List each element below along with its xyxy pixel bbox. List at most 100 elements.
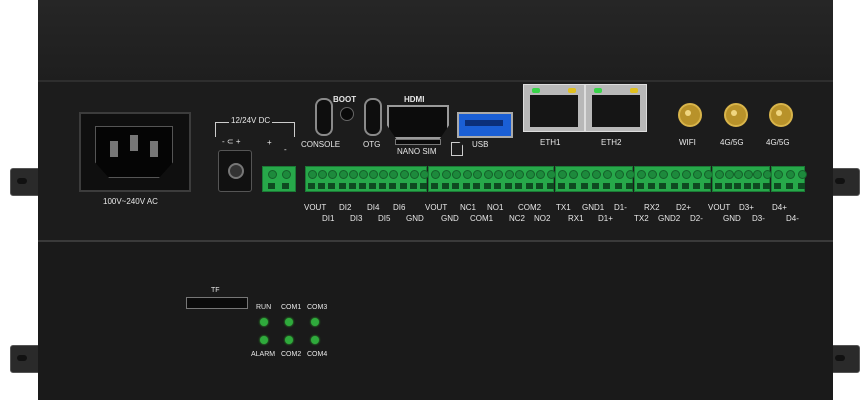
terminal-wire-hole: [483, 183, 491, 189]
terminal-screw: [753, 170, 763, 179]
terminal-screw: [328, 170, 338, 179]
terminal-screw: [614, 170, 624, 179]
terminal-label-bottom: DI5: [378, 214, 391, 223]
terminal-wire-hole: [763, 183, 770, 189]
sim-card-icon: [451, 142, 463, 156]
terminal-block-5[interactable]: [712, 166, 772, 192]
terminal-screw: [786, 170, 795, 179]
wifi-antenna-connector[interactable]: [677, 97, 702, 127]
hdmi-port[interactable]: [387, 105, 449, 139]
terminal-wire-hole: [369, 183, 377, 189]
nano-sim-label: NANO SIM: [397, 147, 437, 156]
eth2-port[interactable]: [585, 84, 647, 132]
eth1-label: ETH1: [540, 138, 561, 147]
console-usb-c-port[interactable]: [315, 98, 333, 136]
terminal-wire-hole: [648, 183, 656, 189]
nano-sim-slot[interactable]: [395, 139, 441, 145]
terminal-screw: [670, 170, 680, 179]
dc-power-jack[interactable]: [218, 150, 252, 192]
terminal-screw: [348, 170, 358, 179]
terminal-wire-hole: [441, 183, 449, 189]
terminal-label-top: VOUT: [708, 203, 731, 212]
terminal-wire-hole: [637, 183, 644, 189]
usb-port[interactable]: [457, 112, 513, 138]
terminal-wire-hole: [358, 183, 366, 189]
terminal-wire-hole: [704, 183, 711, 189]
terminal-wire-hole: [338, 183, 346, 189]
terminal-screw: [462, 170, 472, 179]
led-label-run: RUN: [256, 304, 272, 311]
terminal-label-top: D3+: [739, 203, 754, 212]
terminal-wire-hole: [389, 183, 397, 189]
terminal-label-top: VOUT: [304, 203, 327, 212]
com1-led: [285, 318, 293, 326]
terminal-label-top: COM2: [518, 203, 542, 212]
dc-plus-label: +: [267, 138, 272, 147]
terminal-screw: [637, 170, 646, 179]
terminal-block-2[interactable]: [428, 166, 556, 192]
terminal-block-4[interactable]: [634, 166, 713, 192]
dc-terminal-block[interactable]: [262, 166, 296, 192]
terminal-screw: [515, 170, 525, 179]
com2-led: [285, 336, 293, 344]
mounting-bracket-top-left: [10, 168, 42, 196]
terminal-screw: [338, 170, 348, 179]
terminal-label-top: RX2: [644, 203, 660, 212]
terminal-label-bottom: GND: [723, 214, 741, 223]
terminal-block-3[interactable]: [555, 166, 635, 192]
dc-polarity-label: - ⊂ +: [222, 137, 241, 146]
terminal-label-top: NC1: [460, 203, 477, 212]
terminal-wire-hole: [452, 183, 460, 189]
terminal-wire-hole: [715, 183, 722, 189]
terminal-wire-hole: [786, 183, 793, 189]
eth2-label: ETH2: [601, 138, 622, 147]
tf-card-slot[interactable]: [186, 297, 248, 309]
terminal-wire-hole: [308, 183, 315, 189]
boot-button[interactable]: [340, 107, 354, 121]
terminal-label-bottom: NO2: [534, 214, 551, 223]
terminal-screw: [734, 170, 744, 179]
terminal-block-1[interactable]: [305, 166, 429, 192]
run-led: [260, 318, 268, 326]
terminal-label-top: D1-: [614, 203, 627, 212]
cellular-antenna-connector-1[interactable]: [723, 97, 748, 127]
terminal-wire-hole: [774, 183, 781, 189]
terminal-wire-hole: [525, 183, 533, 189]
boot-label: BOOT: [333, 95, 357, 104]
terminal-wire-hole: [753, 183, 761, 189]
terminal-wire-hole: [399, 183, 407, 189]
terminal-screw: [441, 170, 451, 179]
terminal-screw: [603, 170, 613, 179]
terminal-screw: [483, 170, 493, 179]
terminal-screw: [648, 170, 658, 179]
wifi-label: WIFI: [679, 138, 696, 147]
terminal-wire-hole: [420, 183, 427, 189]
terminal-screw: [452, 170, 462, 179]
com4-led: [311, 336, 319, 344]
terminal-block-6[interactable]: [771, 166, 807, 192]
eth1-port[interactable]: [523, 84, 585, 132]
terminal-label-top: NO1: [487, 203, 504, 212]
cellular-antenna-connector-2[interactable]: [768, 97, 793, 127]
terminal-wire-hole: [504, 183, 512, 189]
terminal-label-bottom: D3-: [752, 214, 765, 223]
terminal-screw: [798, 170, 807, 179]
led-label-com4: COM4: [307, 351, 328, 358]
terminal-label-bottom: TX2: [634, 214, 649, 223]
led-label-alarm: ALARM: [251, 351, 276, 358]
terminal-screw: [659, 170, 669, 179]
ac-power-inlet[interactable]: [79, 112, 191, 192]
terminal-screw: [494, 170, 504, 179]
terminal-label-top: DI4: [367, 203, 380, 212]
otg-usb-c-port[interactable]: [364, 98, 382, 136]
terminal-wire-hole: [328, 183, 336, 189]
terminal-screw: [715, 170, 724, 179]
terminal-label-bottom: GND: [406, 214, 424, 223]
terminal-label-bottom: D1+: [598, 214, 613, 223]
terminal-screw: [743, 170, 753, 179]
alarm-led: [260, 336, 268, 344]
terminal-wire-hole: [734, 183, 742, 189]
terminal-wire-hole: [473, 183, 481, 189]
terminal-label-top: DI6: [393, 203, 406, 212]
terminal-label-bottom: NC2: [509, 214, 526, 223]
